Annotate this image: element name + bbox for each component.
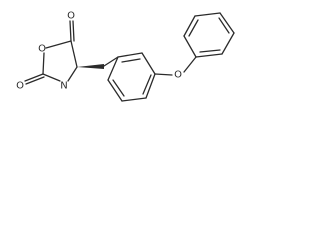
atom-label-n-ring: N	[60, 81, 67, 92]
bond-phenyl-3	[194, 12, 221, 17]
bond-ch2-aryl	[103, 56, 119, 67]
bond-aryl-3	[145, 73, 156, 99]
bond-o-ring-c2	[42, 52, 45, 75]
bond-c4-c5	[70, 40, 78, 68]
chemical-structure-diagram: O O O N O	[16, 11, 235, 102]
bond-c5-o-ring	[45, 40, 72, 49]
bond-phenyl-4	[219, 12, 235, 34]
bond-phenyl-5	[221, 32, 235, 55]
bond-c2-carbonyl-left-a	[24, 73, 44, 82]
bond-aryl-double-2	[142, 74, 152, 95]
atom-label-o-carbonyl-top: O	[67, 11, 75, 22]
bond-phenyl-1	[183, 35, 197, 58]
bond-aryl-2	[141, 52, 156, 75]
bond-aryl-double-1	[121, 58, 141, 63]
bond-c2-n	[42, 73, 61, 82]
bond-aryl-o-ether	[154, 73, 173, 76]
wedge-bond-c4-ch2	[77, 64, 104, 69]
bond-o-ether-ch2	[183, 56, 197, 73]
bond-c5-carbonyl-top-a	[69, 20, 72, 42]
bond-aryl-4	[121, 97, 147, 102]
bond-phenyl-double-3	[199, 49, 221, 53]
bond-c5-carbonyl-top-b	[72, 20, 75, 42]
bond-c2-carbonyl-left-b	[25, 76, 45, 85]
atom-label-o-ring: O	[38, 44, 46, 55]
bond-aryl-1	[117, 52, 143, 58]
atom-label-o-carbonyl-left: O	[16, 81, 24, 92]
atom-label-o-ether: O	[174, 70, 182, 81]
bond-phenyl-2	[183, 15, 196, 37]
bond-phenyl-6	[195, 53, 223, 58]
bond-phenyl-double-1	[188, 19, 199, 37]
bond-phenyl-double-2	[218, 17, 230, 34]
bond-aryl-5	[107, 79, 123, 102]
bond-aryl-double-3	[112, 79, 125, 97]
bond-aryl-6	[107, 56, 119, 81]
bond-n-c4	[67, 66, 78, 82]
